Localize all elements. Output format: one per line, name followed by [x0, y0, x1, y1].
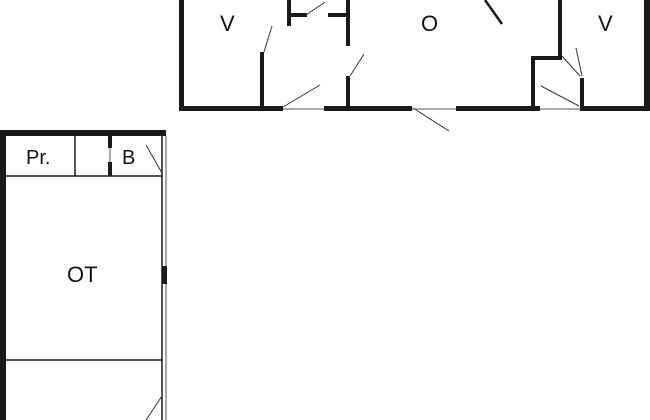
- wall-bottom-1: [179, 106, 283, 111]
- door-swing-5: [483, 0, 504, 25]
- wall-bottom-2: [324, 106, 412, 111]
- door-swing-1: [263, 25, 273, 53]
- wall-partition-v-right: [558, 0, 562, 58]
- wall-step-top: [531, 56, 562, 60]
- wall-left-right-post: [162, 266, 167, 284]
- door-swing-b: [145, 144, 163, 174]
- wall-left-top: [0, 130, 166, 136]
- wall-top-left: [179, 0, 184, 111]
- room-label-b: B: [122, 147, 135, 169]
- door-swing-8: [575, 47, 583, 77]
- door-swing-6: [540, 85, 580, 107]
- wall-closet-right: [346, 0, 350, 46]
- wall-step-right: [580, 78, 584, 108]
- wall-partition-o-left: [346, 76, 350, 108]
- wall-b-left-bottom: [108, 162, 112, 176]
- wall-top-right: [644, 0, 650, 111]
- wall-bottom-3: [456, 106, 540, 111]
- wall-closet-top-b: [328, 13, 350, 17]
- door-swing-lower: [145, 395, 163, 420]
- room-label-pr: Pr.: [26, 147, 50, 169]
- wall-b-left-top: [108, 136, 112, 148]
- room-label-o: O: [421, 11, 438, 36]
- wall-step-left: [531, 56, 535, 108]
- wall-partition-v-left: [260, 52, 264, 108]
- top-building: V O V: [179, 0, 650, 132]
- left-building: Pr. B OT: [0, 130, 167, 420]
- door-swing-4: [305, 1, 326, 16]
- door-swing-entry: [412, 107, 450, 132]
- wall-bottom-4: [580, 106, 650, 111]
- wall-closet-top-a: [287, 13, 307, 17]
- room-label-ot: OT: [67, 262, 98, 287]
- door-swing-3: [349, 53, 365, 77]
- room-label-v-left: V: [220, 11, 235, 36]
- door-swing-2: [282, 84, 321, 108]
- room-label-v-right: V: [598, 11, 613, 36]
- wall-left-outer: [0, 130, 6, 420]
- door-swing-7: [561, 55, 581, 77]
